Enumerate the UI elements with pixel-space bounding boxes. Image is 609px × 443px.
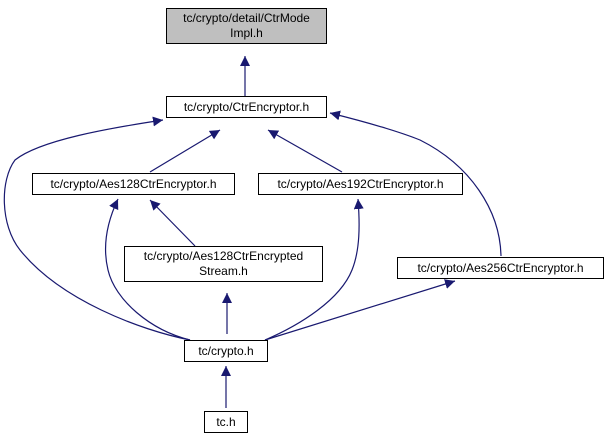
node-ctr-mode-impl: tc/crypto/detail/CtrMode Impl.h: [166, 8, 327, 44]
node-aes128-ctr-encrypted-stream-line2: Stream.h: [199, 264, 248, 278]
edge-aes256-to-ctrencryptor: [329, 110, 502, 257]
edge-cryptoh-to-aes128: [105, 198, 191, 341]
edge-aes192-to-ctrencryptor: [267, 129, 343, 173]
node-ctr-mode-impl-line1: tc/crypto/detail/CtrMode: [183, 11, 310, 25]
edge-cryptoh-to-aes192: [264, 198, 364, 341]
node-aes256-ctr-encryptor-label: tc/crypto/Aes256CtrEncryptor.h: [417, 260, 584, 275]
node-crypto-h-label: tc/crypto.h: [198, 343, 254, 358]
node-ctr-encryptor-label: tc/crypto/CtrEncryptor.h: [183, 99, 310, 114]
edge-stream-to-aes128: [149, 199, 196, 247]
node-ctr-encryptor[interactable]: tc/crypto/CtrEncryptor.h: [166, 96, 327, 118]
node-aes192-ctr-encryptor[interactable]: tc/crypto/Aes192CtrEncryptor.h: [258, 173, 463, 195]
node-aes128-ctr-encrypted-stream-line1: tc/crypto/Aes128CtrEncrypted: [143, 249, 304, 263]
node-aes128-ctr-encrypted-stream[interactable]: tc/crypto/Aes128CtrEncrypted Stream.h: [124, 246, 323, 282]
node-aes256-ctr-encryptor[interactable]: tc/crypto/Aes256CtrEncryptor.h: [397, 257, 604, 279]
node-tc-h[interactable]: tc.h: [204, 411, 248, 433]
node-tc-h-label: tc.h: [216, 414, 236, 429]
node-crypto-h[interactable]: tc/crypto.h: [184, 340, 268, 362]
node-aes128-ctr-encryptor[interactable]: tc/crypto/Aes128CtrEncryptor.h: [32, 173, 235, 195]
node-aes192-ctr-encryptor-label: tc/crypto/Aes192CtrEncryptor.h: [277, 176, 444, 191]
edge-cryptoh-to-aes256: [264, 279, 456, 341]
node-aes128-ctr-encryptor-label: tc/crypto/Aes128CtrEncryptor.h: [50, 176, 217, 191]
node-ctr-mode-impl-line2: Impl.h: [230, 26, 263, 40]
edge-cryptoh-to-ctrencryptor: [3, 116, 191, 341]
edge-aes128-to-ctrencryptor: [149, 129, 221, 173]
